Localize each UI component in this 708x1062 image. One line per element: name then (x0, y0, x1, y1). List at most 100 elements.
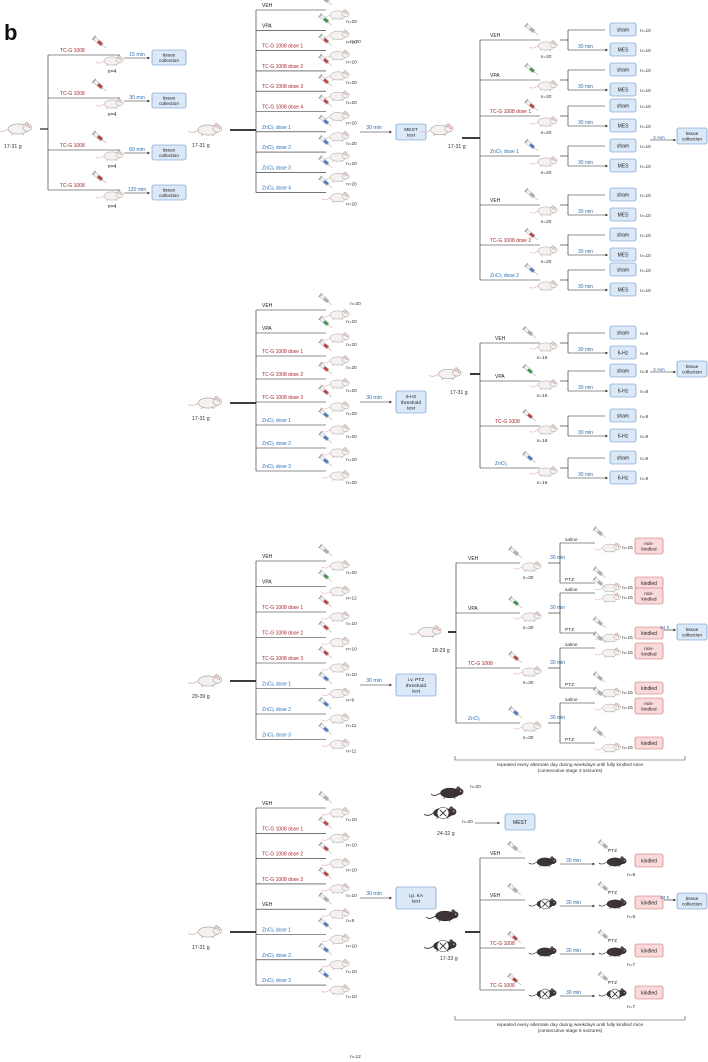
mouse-black-icon (425, 909, 459, 923)
syringe-icon (318, 453, 332, 467)
syringe-icon (318, 33, 332, 46)
treatment-label: TC-G 1008 dose 3 (262, 84, 303, 90)
svg-text:sham: sham (617, 413, 629, 419)
syringe-icon (318, 155, 332, 168)
ptz-label: PTZ (565, 682, 574, 688)
mes-box: MES (609, 282, 637, 297)
mouse-white-icon (187, 396, 223, 410)
n-label: n=11 (346, 723, 357, 729)
syringe-icon (522, 325, 536, 339)
svg-text:sham: sham (617, 455, 629, 461)
syringe-icon (318, 175, 332, 188)
mouse-black-icon (528, 946, 557, 958)
mouse-black-icon (598, 946, 627, 958)
syringe-icon (524, 187, 538, 201)
treatment-label: VEH (262, 902, 273, 908)
n-label: n=10 (640, 268, 651, 274)
mouse-white-icon (321, 447, 350, 459)
mouse-white-icon (529, 280, 558, 292)
treatment-label: TC-G 1008 dose 2 (262, 631, 303, 637)
mouse-white-icon (321, 662, 350, 674)
saline-label: saline (565, 697, 578, 703)
syringe-icon (507, 882, 521, 896)
syringe-icon (318, 134, 332, 148)
svg-text:non-kindled: non-kindled (641, 542, 657, 553)
ptz-label: PTZ (608, 980, 617, 986)
syringe-icon (524, 62, 538, 76)
svg-text:MES: MES (618, 47, 630, 53)
sham-box: sham (609, 62, 637, 77)
treatment-label: TC-G 1008 dose 1 (490, 109, 531, 115)
arrow-head (389, 683, 392, 687)
arrow-head (605, 288, 608, 292)
weight-label: 17-31 g (192, 945, 210, 951)
mouse-white-icon (513, 666, 542, 678)
mouse-white-icon (321, 378, 350, 390)
treatment-label: VEH (262, 303, 273, 309)
mouse-white-icon (321, 832, 350, 844)
syringe-icon (507, 930, 521, 944)
arrow-head (605, 164, 608, 168)
syringe-icon (318, 13, 332, 26)
syringe-icon (318, 816, 332, 829)
treatment-label: TC-G 1008 (60, 183, 85, 189)
syringe-icon (508, 650, 522, 664)
kindled-box: kindled (634, 576, 664, 590)
mouse-white-icon (529, 205, 558, 217)
mouse-white-icon (321, 110, 350, 122)
mouse-white-icon (529, 245, 558, 257)
mouse-white-icon (321, 332, 350, 344)
weight-label: 17-31 g (192, 143, 210, 149)
n-label: n=20 (346, 457, 357, 463)
sham-box: sham (609, 262, 637, 277)
syringe-icon (597, 971, 611, 983)
syringe-icon (592, 616, 606, 628)
n-label: n=8 (640, 389, 648, 395)
time-label: 30 min (578, 284, 593, 290)
syringe-icon (592, 726, 606, 738)
n-label: n=20 (346, 365, 357, 371)
treatment-label: TC-G 1008 dose 3 (262, 877, 303, 883)
treatment-label: TC-G 1008 (60, 48, 85, 54)
syringe-icon (319, 0, 332, 6)
svg-text:sham: sham (617, 330, 629, 336)
arrow-head (147, 56, 150, 60)
treatment-label: VEH (490, 198, 501, 204)
mouse-black-icon (528, 988, 557, 1000)
time-label: 30 min (578, 430, 593, 436)
n-label: n=10 (346, 893, 357, 899)
treatment-label: TC-G 1008 dose 1 (262, 44, 303, 50)
svg-text:sham: sham (617, 143, 629, 149)
arrow-head (605, 124, 608, 128)
n-label: n=7 (627, 1004, 635, 1010)
treatment-label: ZnCl₂ dose 1 (262, 682, 291, 688)
sham-box: sham (609, 187, 637, 202)
mouse-white-icon (594, 647, 621, 658)
n-label: n=10 (346, 621, 357, 627)
n-label: n=10 (346, 944, 357, 950)
n-label: n=10 (640, 104, 651, 110)
cross-circle-icon (436, 939, 450, 953)
treatment-label: TC-G 1008 dose 4 (262, 105, 303, 111)
mouse-white-icon (594, 592, 621, 603)
n-label: n=15 (622, 545, 633, 551)
n-label: n=7 (627, 962, 635, 968)
n-label: n=20 (346, 480, 357, 486)
syringe-icon (508, 705, 522, 719)
treatment-label: VPA (262, 580, 272, 586)
mes-box: MES (609, 82, 637, 97)
time-label: 30 min (578, 120, 593, 126)
syringe-icon (318, 315, 332, 329)
treatment-label: VPA (468, 606, 478, 612)
arrow-head (389, 400, 392, 404)
mouse-white-icon (529, 379, 558, 391)
arrow-head (389, 130, 392, 134)
repeat-note: repeated every alternate day during week… (497, 1022, 644, 1034)
treatment-label: ZnCl₂ dose 4 (262, 186, 291, 192)
